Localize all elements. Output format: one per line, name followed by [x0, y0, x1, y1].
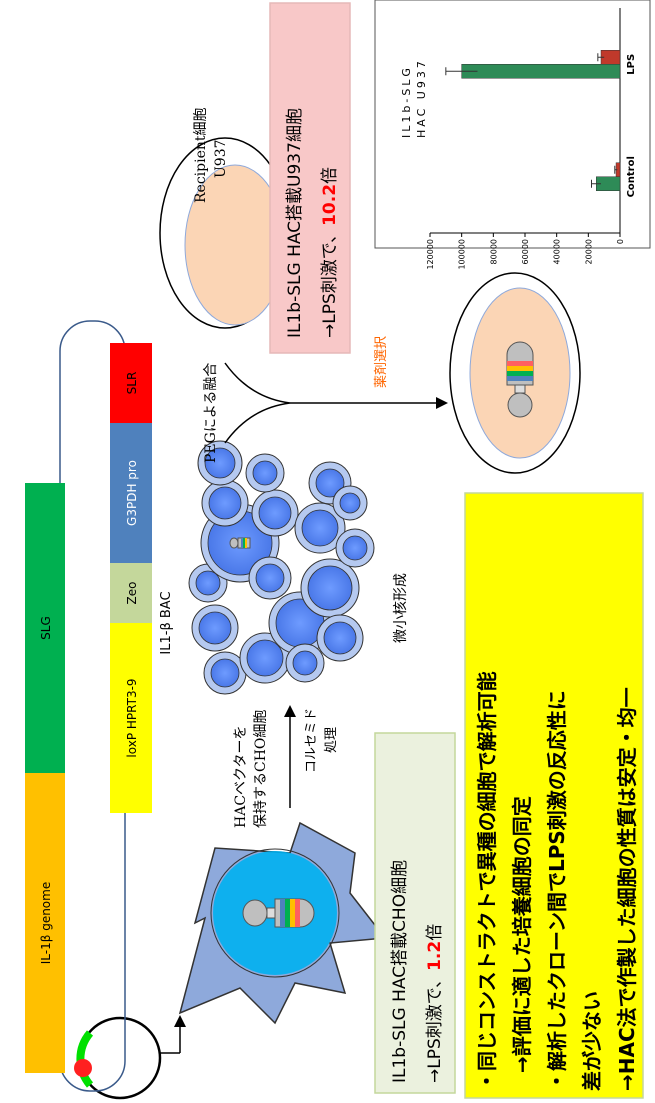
chart-title-line2: HAC U937 [415, 58, 428, 138]
micronucleus [301, 509, 339, 547]
micronucleus [210, 658, 240, 688]
micronucleus [315, 468, 345, 498]
bar [461, 64, 621, 79]
micronucleus [198, 611, 232, 645]
micronucleus-chromosome-icon [229, 537, 251, 549]
fused-cell [449, 272, 581, 474]
colcemid-label: コルセミド [304, 708, 319, 773]
chart-title-line1: IL1b-SLG [400, 65, 413, 138]
cho-label-line1: HACベクターを [233, 726, 249, 828]
bar-chart: 0 20000 40000 60000 80000 100000 120000 Control… [374, 0, 651, 270]
bac-construct: IL-1β genome SLG loxP HPRT3-9 Zeo G3PDH pro S… [25, 320, 174, 1092]
fused-chromosome-icon [506, 341, 534, 418]
recipient-label-line2: U937 [213, 139, 229, 178]
u937-result-line1: IL1b-SLG HAC搭載U937細胞 [285, 108, 305, 338]
micronucleus [258, 496, 292, 530]
micronuclei-label: 微小核形成 [393, 573, 409, 643]
bac-title: IL1-β BAC [159, 591, 174, 654]
y-tick-label: 60000 [521, 239, 530, 264]
bac-segment-g3pdh-pro [110, 423, 152, 563]
bac-segment-label: Zeo [125, 582, 139, 605]
y-tick-label: 0 [616, 239, 625, 244]
bac-segment-label: loxP HPRT3-9 [125, 678, 139, 757]
peg-fusion-label: PEGによる融合 [203, 363, 219, 463]
micronucleus [246, 639, 284, 677]
bac-segment-label: SLR [125, 372, 139, 395]
hac-chromosome-icon [242, 898, 315, 928]
u937-result-box: IL1b-SLG HAC搭載U937細胞 →LPS刺激で、10.2倍 [269, 2, 351, 354]
bac-segment-slr [110, 343, 152, 423]
micronucleus [307, 565, 353, 611]
recipient-cell: Recipient細胞 U937 [159, 107, 291, 329]
micronucleus [342, 535, 368, 561]
recipient-label-line1: Recipient細胞 [193, 107, 209, 203]
plasmid-diagram [74, 1016, 162, 1100]
micronucleus [292, 650, 318, 676]
summary-line: ・同じコンストラクトで異種の細胞で解析可能 [475, 671, 499, 1091]
micronuclei-cluster: 微小核形成 [188, 440, 409, 695]
y-tick-label: 120000 [426, 239, 435, 270]
y-tick-label: 40000 [553, 239, 562, 264]
micronucleus [252, 460, 278, 486]
summary-line: ・解析したクローン間でLPS刺激の反応性に [545, 690, 569, 1091]
bac-segment-label: SLG [39, 616, 53, 640]
u937-fold-value: 10.2 [320, 184, 340, 226]
y-tick-label: 100000 [458, 239, 467, 270]
micronucleus [204, 447, 236, 479]
u937-result-line2: →LPS刺激で、10.2倍 [320, 167, 340, 338]
peg-fusion: PEGによる融合 薬剤選択 [203, 336, 448, 463]
micronucleus [195, 570, 221, 596]
cho-label-line2: 保持するCHO細胞 [253, 710, 269, 828]
x-tick-label: Control [626, 156, 637, 197]
colcemid-label-2: 処理 [324, 727, 339, 753]
bac-segment-label: G3PDH pro [125, 460, 139, 526]
cho-result-line1: IL1b-SLG HAC搭載CHO細胞 [390, 860, 410, 1083]
bac-segment-zeo [110, 563, 152, 623]
x-tick-label: LPS [626, 54, 637, 75]
bac-segment-slg [25, 483, 65, 773]
micronucleus [323, 621, 357, 655]
summary-box: ・同じコンストラクトで異種の細胞で解析可能 →評価に適した培養細胞の同定・解析した… [464, 492, 644, 1099]
cho-cell [178, 821, 387, 1025]
bac-segment-label: IL-1β genome [39, 882, 53, 964]
cho-fold-value: 1.2 [425, 941, 445, 971]
y-tick-label: 20000 [584, 239, 593, 264]
micronucleus [208, 486, 242, 520]
y-tick-label: 80000 [489, 239, 498, 264]
cho-result-box: IL1b-SLG HAC搭載CHO細胞 →LPS刺激で、1.2倍 [374, 732, 456, 1094]
summary-line: 差が少ない [580, 991, 604, 1091]
bac-segment-il-1-genome [25, 773, 65, 1073]
summary-line: →評価に適した培養細胞の同定 [510, 796, 534, 1073]
bac-segment-loxp-hprt3-9 [110, 623, 152, 813]
micronucleus [255, 563, 285, 593]
cho-result-line2: →LPS刺激で、1.2倍 [425, 924, 445, 1083]
micronucleus [339, 492, 361, 514]
drug-selection-label: 薬剤選択 [373, 336, 389, 388]
summary-line: →HAC法で作製した細胞の性質は安定・均一 [615, 687, 639, 1091]
